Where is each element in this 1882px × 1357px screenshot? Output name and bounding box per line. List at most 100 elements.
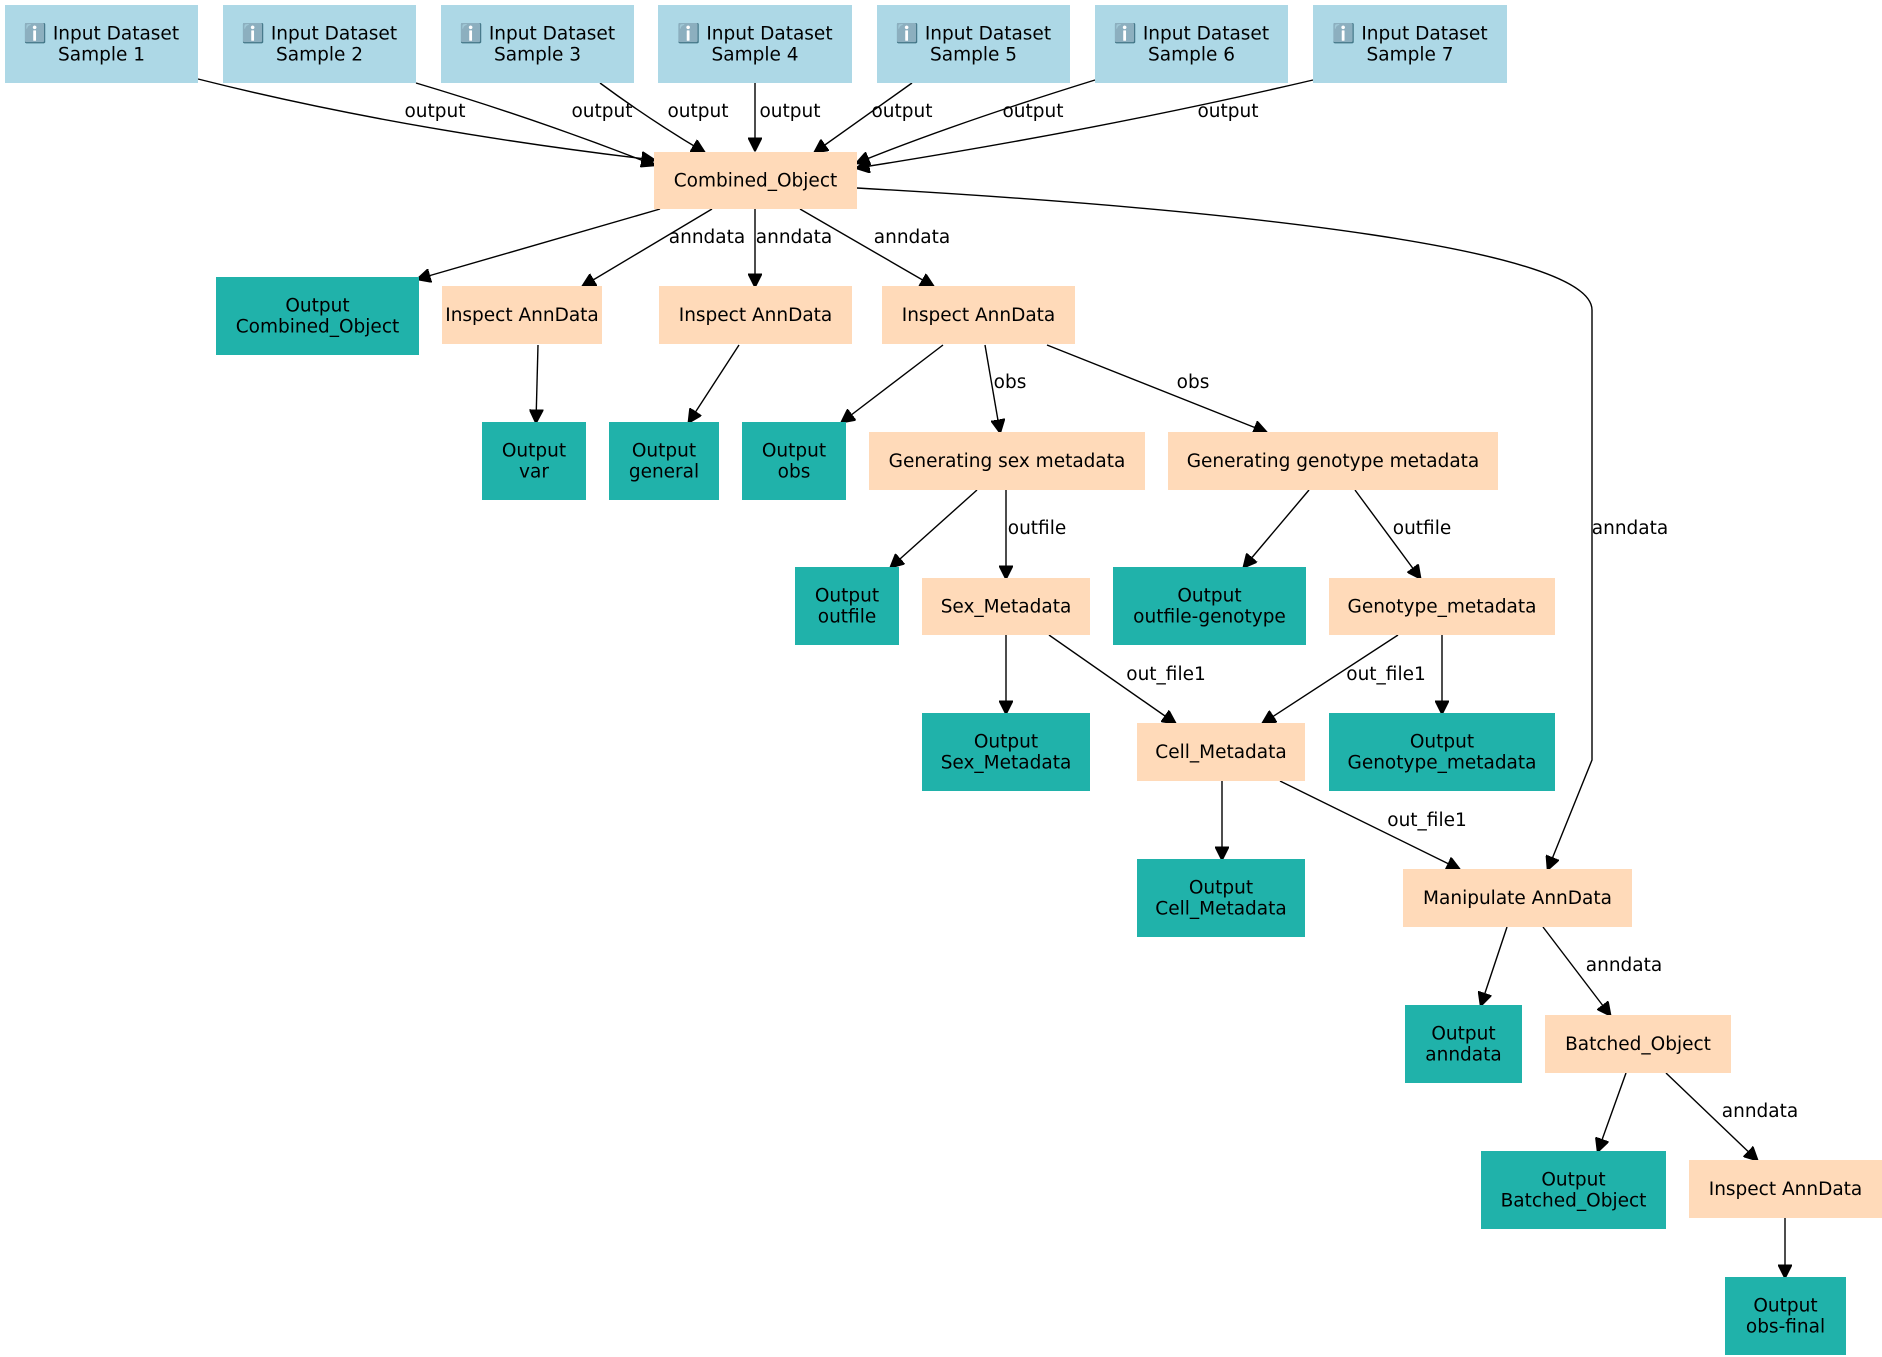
- node-label-line: ℹ️ Input Dataset: [24, 23, 179, 45]
- input-node-box: [5, 5, 198, 83]
- node-label-line: Inspect AnnData: [1709, 1179, 1863, 1200]
- node-label-line: anndata: [1425, 1045, 1501, 1066]
- edge-label: output: [667, 101, 728, 122]
- edge-gen_geno-to-geno_meta: outfile: [1354, 489, 1451, 578]
- edge-line: [689, 344, 740, 422]
- tool-node-box: [1403, 869, 1632, 927]
- edge-in1-to-combined: output: [197, 78, 654, 160]
- node-inspect1[interactable]: Inspect AnnData: [442, 286, 602, 344]
- output-node-box: [482, 422, 586, 500]
- node-label-line: Output: [285, 296, 349, 317]
- output-node-box: [742, 422, 846, 500]
- edge-combined-to-inspect1: anndata: [583, 208, 745, 286]
- edge-label: output: [871, 101, 932, 122]
- node-inspect4[interactable]: Inspect AnnData: [1689, 1160, 1882, 1218]
- edge-line: [1046, 344, 1266, 432]
- edge-geno_meta-to-cell_meta: out_file1: [1263, 634, 1426, 723]
- edge-line: [418, 208, 661, 279]
- input-node-box: [441, 5, 634, 83]
- node-batched[interactable]: Batched_Object: [1545, 1015, 1731, 1073]
- edge-in2-to-combined: output: [415, 82, 654, 165]
- edge-batched-to-out_batched: [1598, 1072, 1627, 1151]
- edge-inspect1-to-out_var: [536, 344, 538, 422]
- edge-gen_geno-to-out_outfile_geno: [1244, 489, 1310, 567]
- node-label-line: ℹ️ Input Dataset: [460, 23, 615, 45]
- edge-batched-to-inspect4: anndata: [1665, 1072, 1798, 1160]
- node-geno-meta[interactable]: Genotype_metadata: [1329, 578, 1555, 635]
- node-sex-meta[interactable]: Sex_Metadata: [922, 578, 1090, 635]
- node-label-line: Sample 6: [1148, 45, 1235, 66]
- node-label-line: Output: [502, 441, 566, 462]
- node-inspect2[interactable]: Inspect AnnData: [659, 286, 852, 344]
- tool-node-box: [869, 432, 1145, 490]
- edge-label: output: [1197, 101, 1258, 122]
- node-label-line: Inspect AnnData: [445, 305, 599, 326]
- edge-inspect3-to-gen_geno: obs: [1046, 344, 1266, 432]
- edge-label: anndata: [874, 227, 950, 248]
- node-label-line: ℹ️ Input Dataset: [677, 23, 832, 45]
- node-label-line: outfile-genotype: [1133, 607, 1286, 628]
- edge-label: anndata: [1722, 1101, 1798, 1122]
- node-label-line: Output: [1177, 586, 1241, 607]
- node-label-line: Sample 2: [276, 45, 363, 66]
- edge-line: [842, 344, 944, 422]
- edge-label: outfile: [1008, 518, 1066, 539]
- edge-line: [799, 208, 933, 286]
- edge-line: [1665, 1072, 1757, 1160]
- node-label-line: Manipulate AnnData: [1423, 888, 1612, 909]
- input-node-box: [1313, 5, 1507, 83]
- node-inspect3[interactable]: Inspect AnnData: [882, 286, 1075, 344]
- node-label-line: Cell_Metadata: [1155, 899, 1286, 920]
- node-gen-geno[interactable]: Generating genotype metadata: [1168, 432, 1498, 490]
- edge-line: [857, 79, 1314, 168]
- node-manipulate[interactable]: Manipulate AnnData: [1403, 869, 1632, 927]
- node-label-line: Output: [1431, 1024, 1495, 1045]
- edge-inspect3-to-out_obs: [842, 344, 944, 422]
- input-node-box: [877, 5, 1070, 83]
- edge-label: out_file1: [1346, 664, 1426, 685]
- node-label-line: Sample 5: [930, 45, 1017, 66]
- edge-inspect2-to-out_general: [689, 344, 740, 422]
- edge-combined-to-inspect3: anndata: [799, 208, 950, 286]
- output-node-box: [795, 567, 899, 645]
- edge-combined-to-inspect2: anndata: [755, 209, 832, 286]
- node-combined[interactable]: Combined_Object: [654, 152, 857, 209]
- edge-label: anndata: [1586, 955, 1662, 976]
- tool-node-box: [654, 152, 857, 209]
- edge-label: anndata: [1592, 518, 1668, 539]
- edge-cell_meta-to-manipulate: out_file1: [1279, 780, 1467, 869]
- node-label-line: Sample 1: [58, 45, 145, 66]
- node-gen-sex[interactable]: Generating sex metadata: [869, 432, 1145, 490]
- output-node-box: [1113, 567, 1306, 645]
- node-cell-meta[interactable]: Cell_Metadata: [1137, 723, 1305, 781]
- edge-line: [1244, 489, 1310, 567]
- edge-manipulate-to-batched: anndata: [1542, 926, 1662, 1015]
- edge-line: [856, 187, 1593, 869]
- edge-manipulate-to-out_anndata: [1481, 926, 1508, 1005]
- edge-combined-to-manipulate: anndata: [856, 187, 1668, 869]
- tool-node-box: [659, 286, 852, 344]
- edge-label: out_file1: [1126, 664, 1206, 685]
- output-node-box: [1405, 1005, 1522, 1083]
